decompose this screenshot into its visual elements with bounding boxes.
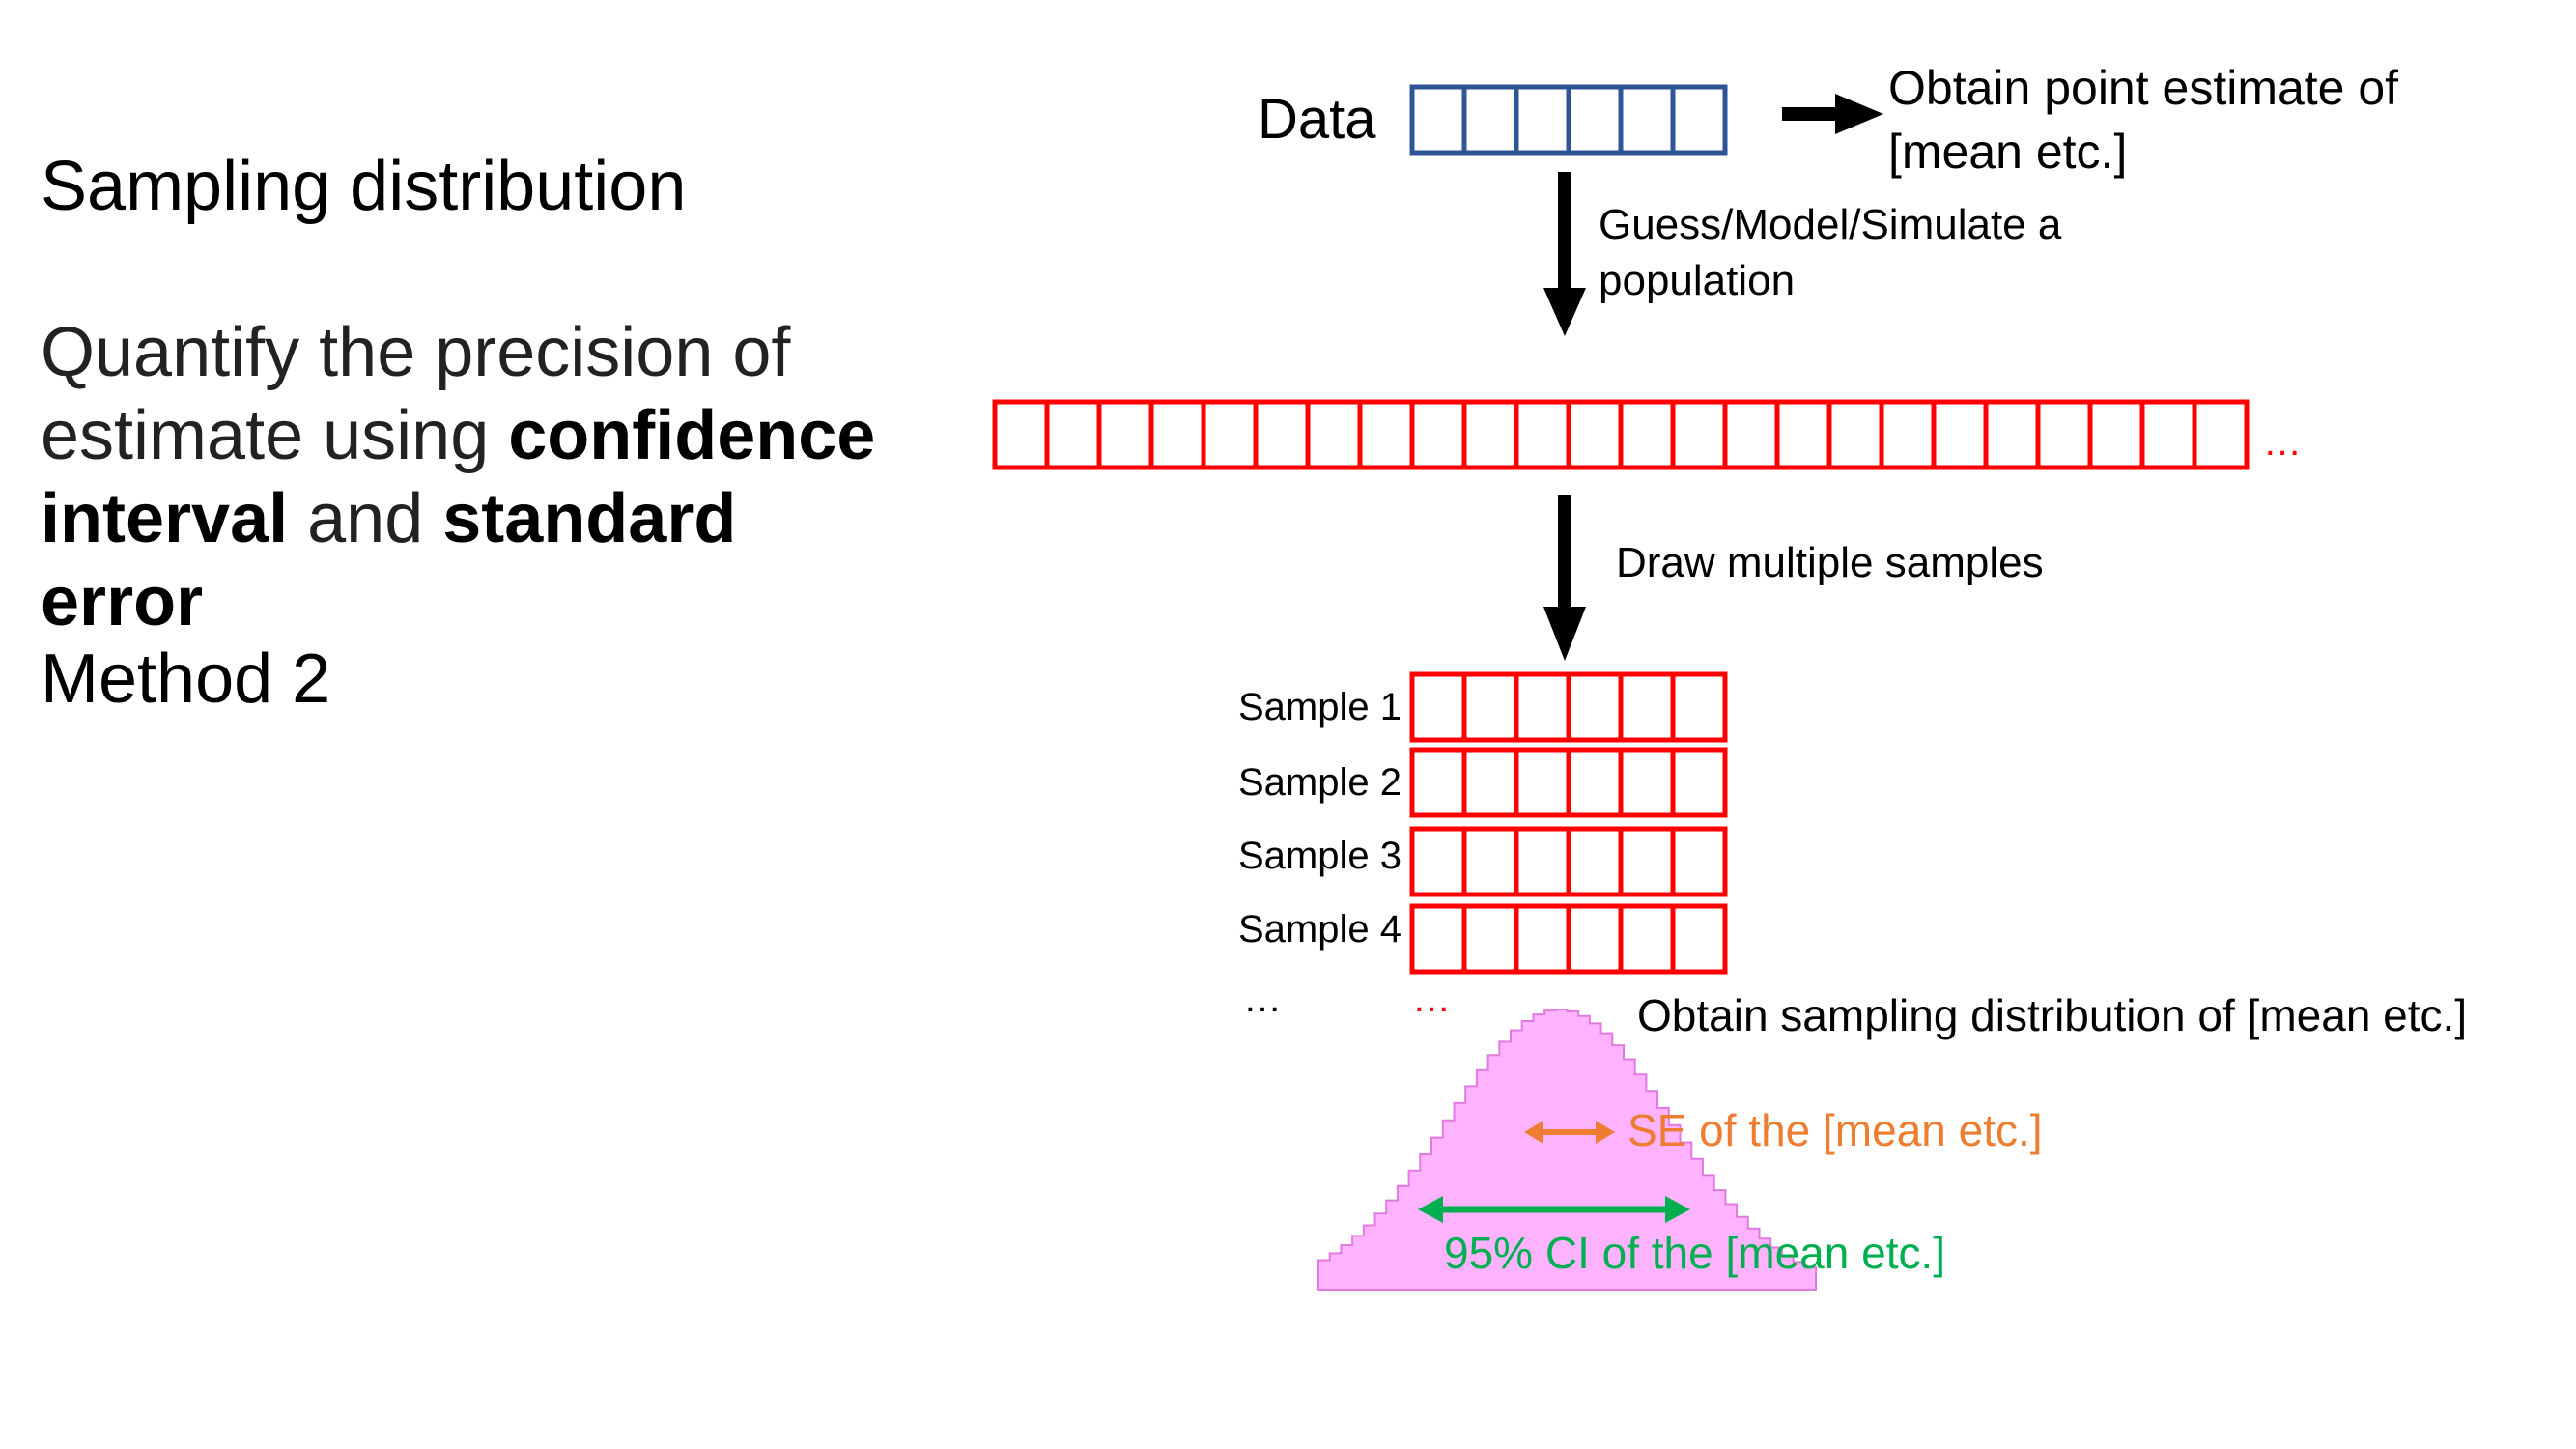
population-ellipsis: … — [2263, 421, 2302, 464]
sample-2-box-cell — [1514, 747, 1571, 818]
population-box-cell — [2192, 399, 2250, 470]
sample-label-3: Sample 3 — [1238, 835, 1401, 877]
population-box-cell — [1148, 399, 1206, 470]
population-box-cell — [2035, 399, 2093, 470]
data-box-cell — [1670, 84, 1728, 156]
population-box-cell — [1044, 399, 1102, 470]
data-boxes — [1409, 84, 1728, 156]
sample-3-box-cell — [1514, 826, 1571, 897]
population-box-cell — [1826, 399, 1884, 470]
sample-4-box-cell — [1409, 903, 1467, 975]
body-bold-confidence-interval: confidence interval — [41, 397, 876, 557]
population-box-cell — [2087, 399, 2145, 470]
population-boxes — [992, 399, 2250, 470]
body-text-2: and — [288, 480, 443, 557]
data-label: Data — [1258, 88, 1376, 151]
population-step-line-1: Guess/Model/Simulate a — [1599, 201, 2062, 248]
data-box-cell — [1566, 84, 1624, 156]
population-box-cell — [1879, 399, 1937, 470]
sampling-step-label: Draw multiple samples — [1616, 539, 2044, 586]
sample-2-box-cell — [1670, 747, 1728, 818]
population-box-cell — [992, 399, 1050, 470]
population-box-cell — [1774, 399, 1832, 470]
population-box-cell — [2139, 399, 2197, 470]
sample-4-box-cell — [1566, 903, 1624, 975]
sample-3-box-cell — [1566, 826, 1624, 897]
sample-label-ellipsis: … — [1243, 978, 1282, 1020]
sample-1-box-cell — [1670, 671, 1728, 743]
sample-label-1: Sample 1 — [1238, 686, 1401, 728]
sample-3-box-cell — [1461, 826, 1519, 897]
population-box-cell — [1618, 399, 1676, 470]
sample-2-box-cell — [1618, 747, 1676, 818]
population-box-cell — [1357, 399, 1415, 470]
slide-title: Sampling distribution — [41, 148, 687, 225]
point-estimate-line-2: [mean etc.] — [1888, 125, 2128, 179]
data-box-cell — [1514, 84, 1571, 156]
sample-label-4: Sample 4 — [1238, 908, 1401, 951]
data-box-cell — [1409, 84, 1467, 156]
population-box-cell — [1253, 399, 1311, 470]
sample-1-box-cell — [1461, 671, 1519, 743]
sample-4-box-cell — [1461, 903, 1519, 975]
sample-2-box-cell — [1409, 747, 1467, 818]
population-box-cell — [1096, 399, 1154, 470]
sample-4-box-cell — [1514, 903, 1571, 975]
body-bold-standard-error: standard error — [41, 480, 737, 640]
population-arrow — [1543, 172, 1586, 336]
population-box-cell — [1461, 399, 1519, 470]
sample-1-box-cell — [1618, 671, 1676, 743]
slide-body-text: Quantify the precision of estimate using… — [41, 311, 910, 643]
sampling-arrow — [1543, 495, 1586, 661]
sample-2-box-cell — [1566, 747, 1624, 818]
method-label: Method 2 — [41, 640, 331, 718]
ci-arrow — [1418, 1196, 1690, 1223]
sample-2-box-cell — [1461, 747, 1519, 818]
population-box-cell — [1409, 399, 1467, 470]
population-box-cell — [1931, 399, 1989, 470]
point-estimate-line-1: Obtain point estimate of — [1888, 61, 2399, 115]
sample-1-box-cell — [1514, 671, 1571, 743]
distribution-label: Obtain sampling distribution of [mean et… — [1637, 990, 2468, 1040]
body-text-1: Quantify the precision of estimate using — [41, 314, 791, 474]
population-box-cell — [1566, 399, 1624, 470]
ci-label: 95% CI of the [mean etc.] — [1444, 1228, 1946, 1278]
population-box-cell — [1983, 399, 2041, 470]
sample-1-box-cell — [1566, 671, 1624, 743]
population-box-cell — [1305, 399, 1363, 470]
sample-3-box-cell — [1618, 826, 1676, 897]
sample-boxes — [1409, 671, 1728, 975]
sample-3-box-cell — [1670, 826, 1728, 897]
sample-label-2: Sample 2 — [1238, 761, 1401, 804]
population-box-cell — [1670, 399, 1728, 470]
se-label: SE of the [mean etc.] — [1628, 1105, 2043, 1155]
population-step-line-2: population — [1599, 257, 1796, 304]
data-box-cell — [1461, 84, 1519, 156]
population-box-cell — [1514, 399, 1571, 470]
data-box-cell — [1618, 84, 1676, 156]
population-box-cell — [1201, 399, 1259, 470]
sample-3-box-cell — [1409, 826, 1467, 897]
sample-boxes-ellipsis: … — [1412, 978, 1451, 1020]
se-arrow — [1524, 1121, 1615, 1144]
population-box-cell — [1722, 399, 1780, 470]
point-estimate-arrow — [1782, 94, 1883, 134]
sample-4-box-cell — [1618, 903, 1676, 975]
sample-4-box-cell — [1670, 903, 1728, 975]
sample-1-box-cell — [1409, 671, 1467, 743]
